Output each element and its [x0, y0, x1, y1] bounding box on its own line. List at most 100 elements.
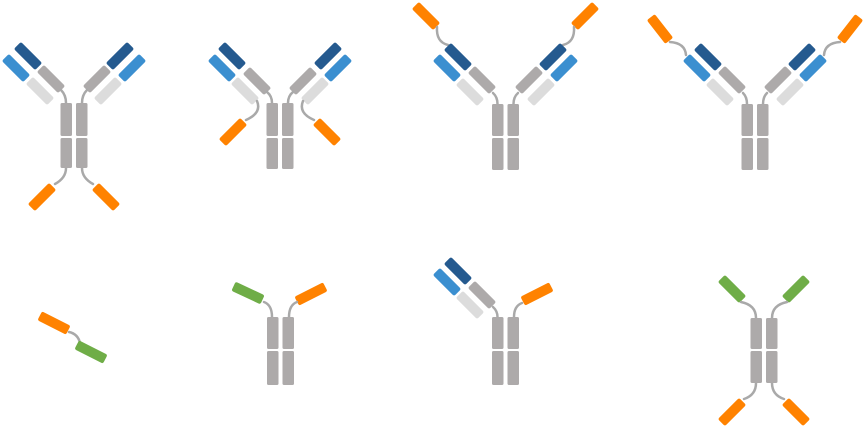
fc-left-ch2: [60, 103, 72, 136]
vl-domain: [550, 54, 578, 82]
scfv-domain: [92, 183, 120, 211]
ch1-domain: [243, 67, 271, 95]
vh-domain: [14, 42, 42, 70]
linker: [67, 330, 82, 345]
scfv-green-domain: [75, 340, 107, 364]
fc-right-ch2: [507, 104, 519, 136]
fc-left-ch2: [750, 318, 762, 349]
cl-domain: [776, 78, 804, 106]
fab-scfv-fc: [433, 257, 553, 385]
linker: [491, 305, 499, 319]
cl-domain: [94, 77, 122, 105]
fc-right-ch3: [766, 351, 778, 383]
vl-domain: [2, 54, 30, 82]
vl-domain: [208, 54, 236, 82]
ch1-domain: [468, 66, 496, 94]
fc-right-ch3: [507, 138, 519, 170]
cl-domain: [456, 291, 484, 319]
fc-left-ch3: [741, 138, 753, 170]
igg-with-light-chain-c-terminal-fusions: [208, 42, 352, 169]
linker: [739, 300, 758, 320]
linker: [59, 88, 68, 105]
fc-left-ch3: [750, 351, 762, 383]
scfv-green-domain: [782, 275, 810, 303]
ch1-domain: [37, 65, 65, 93]
scfv-orange-domain: [295, 282, 327, 306]
ch1-domain: [764, 66, 792, 94]
fc-left-ch3: [266, 138, 278, 169]
fc-left-ch2: [741, 104, 753, 136]
linker: [80, 88, 89, 105]
scfv-domain: [28, 183, 56, 211]
cl-domain: [456, 78, 484, 106]
linker: [668, 40, 688, 57]
scfv-domain: [412, 2, 440, 30]
scfv-domain: [313, 118, 341, 146]
scfv-domain: [571, 2, 599, 30]
linker: [287, 300, 299, 319]
fc-left-ch2: [267, 317, 279, 349]
fc-right-ch3: [282, 351, 294, 385]
linker: [286, 90, 295, 105]
tetravalent-scfv-fc: [718, 275, 810, 426]
fc-right-ch2: [766, 318, 778, 349]
scfv-orange-domain: [718, 398, 746, 426]
scfv-domain: [219, 118, 247, 146]
vh-domain: [694, 43, 722, 71]
igg-with-light-chain-n-terminal-fusions: [647, 14, 863, 170]
fc-left-ch3: [492, 351, 504, 385]
scfv-orange-domain: [782, 398, 810, 426]
vl-domain: [433, 54, 461, 82]
vh-domain: [788, 43, 816, 71]
vl-domain: [799, 54, 827, 82]
ch1-domain: [718, 66, 746, 94]
vh-domain: [314, 42, 342, 70]
tandem-scfv: [38, 311, 107, 364]
fc-left-ch2: [492, 317, 504, 349]
linker: [770, 300, 789, 320]
scfv-domain: [647, 14, 673, 44]
igg-with-c-terminal-fc-fusions: [2, 42, 146, 211]
vh-domain: [106, 42, 134, 70]
vl-domain: [324, 54, 352, 82]
ch1-domain: [515, 66, 543, 94]
vh-domain: [444, 257, 472, 285]
fc-right-ch2: [282, 103, 294, 136]
scfv-green-domain: [718, 275, 746, 303]
linker: [741, 91, 749, 106]
linker: [770, 381, 786, 401]
vh-domain: [218, 42, 246, 70]
fc-right-ch2: [76, 103, 88, 136]
linker: [822, 40, 842, 57]
fc-left-ch3: [492, 138, 504, 170]
scfv-orange-domain: [521, 282, 553, 306]
vl-domain: [118, 54, 146, 82]
linker: [80, 166, 95, 186]
cl-domain: [301, 77, 329, 105]
cl-domain: [26, 77, 54, 105]
fc-left-ch3: [267, 351, 279, 385]
linker: [491, 91, 499, 106]
cl-domain: [231, 77, 259, 105]
fc-right-ch3: [76, 138, 88, 168]
fc-left-ch2: [266, 103, 278, 136]
linker: [435, 25, 450, 47]
fc-right-ch2: [282, 317, 294, 349]
linker: [300, 99, 316, 122]
scfv-green-domain: [232, 282, 264, 304]
vl-domain: [683, 54, 711, 82]
ch1-domain: [289, 67, 317, 95]
fc-right-ch2: [757, 104, 769, 136]
linker: [512, 301, 524, 319]
fc-right-ch3: [282, 138, 294, 169]
cl-domain: [527, 78, 555, 106]
scfv-domain: [837, 14, 863, 44]
vh-domain: [444, 43, 472, 71]
fc-left-ch3: [60, 138, 72, 168]
bispecific-scfv-fc: [232, 282, 327, 385]
linker: [761, 91, 769, 106]
ch1-domain: [83, 65, 111, 93]
fc-right-ch3: [507, 351, 519, 385]
cl-domain: [706, 78, 734, 106]
